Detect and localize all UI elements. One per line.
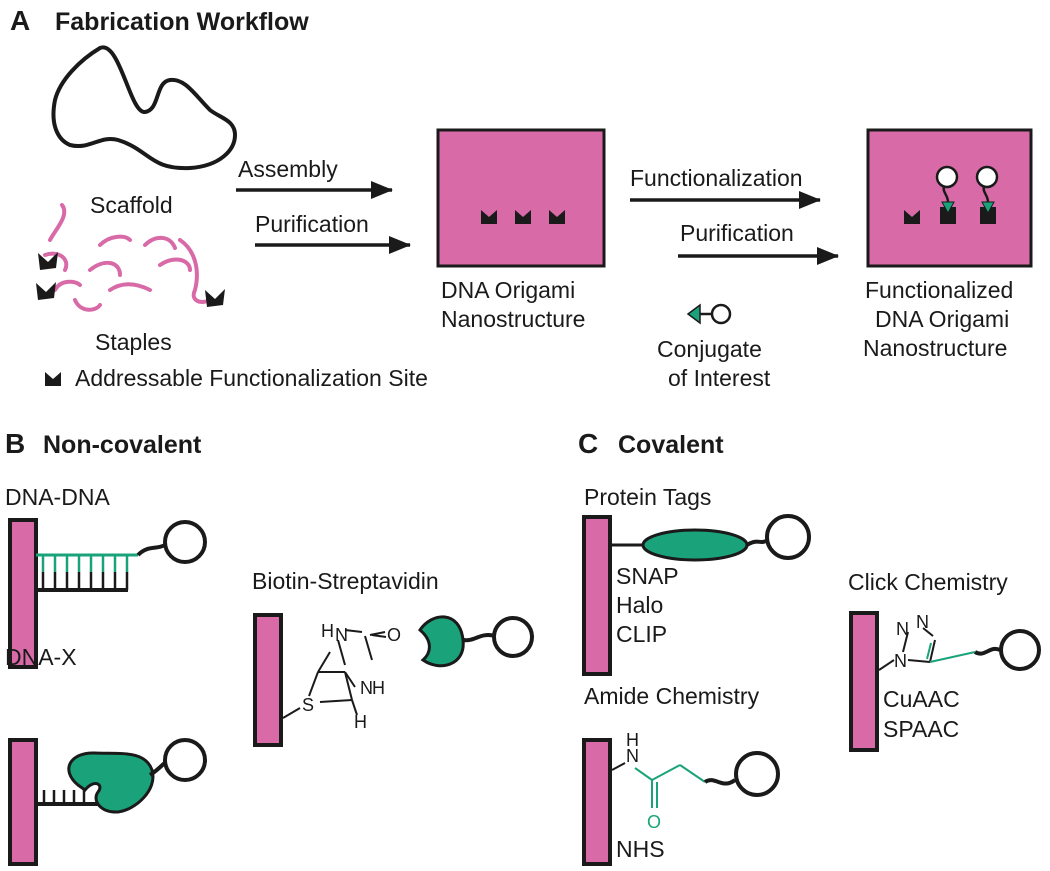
click-type-spaac: SPAAC bbox=[883, 716, 959, 742]
amide-origami-bar bbox=[582, 738, 612, 866]
staples-label: Staples bbox=[95, 329, 172, 355]
panel-b-title: Non-covalent bbox=[43, 431, 202, 459]
staple-site-marker-1 bbox=[38, 252, 58, 270]
triazole-n1: N bbox=[894, 651, 907, 671]
panel-c-title: Covalent bbox=[618, 431, 724, 459]
triazole-n3: N bbox=[916, 612, 929, 632]
triazole-n2: N bbox=[896, 619, 909, 639]
step1-top-label: Assembly bbox=[238, 156, 338, 182]
bound-conjugate-1 bbox=[935, 165, 959, 224]
origami-site-1 bbox=[481, 210, 497, 224]
dna-x-label: DNA-X bbox=[5, 644, 77, 670]
biotin-origami-bar bbox=[253, 613, 283, 747]
site-legend-icon bbox=[45, 372, 61, 386]
amide-atom-h: H bbox=[626, 730, 639, 750]
tag-snap: SNAP bbox=[616, 563, 679, 589]
step1-bottom-label: Purification bbox=[255, 211, 369, 237]
final-label-2: DNA Origami bbox=[875, 306, 1009, 332]
bound-conjugate-2 bbox=[975, 165, 999, 224]
amide-atom-o: O bbox=[647, 812, 661, 832]
click-structure bbox=[878, 627, 1041, 671]
protein-tag-complex bbox=[610, 514, 811, 562]
tag-halo: Halo bbox=[616, 592, 663, 618]
free-site bbox=[904, 210, 920, 224]
biotin-atom-n1: N bbox=[335, 625, 348, 645]
tag-clip: CLIP bbox=[616, 621, 667, 647]
conjugate-label-1: Conjugate bbox=[657, 336, 762, 362]
conjugate-ball bbox=[710, 303, 732, 325]
final-label-1: Functionalized bbox=[865, 277, 1013, 303]
protein-tags-origami-bar bbox=[582, 515, 612, 676]
final-label-3: Nanostructure bbox=[863, 335, 1007, 361]
streptavidin bbox=[418, 615, 534, 668]
panel-b-letter: B bbox=[5, 428, 25, 459]
step2-bottom-label: Purification bbox=[680, 220, 794, 246]
panel-a-title: Fabrication Workflow bbox=[55, 8, 309, 36]
click-origami-bar bbox=[849, 611, 879, 752]
dna-dna-origami-bar bbox=[8, 518, 38, 669]
staple-site-marker-3 bbox=[205, 289, 225, 307]
panel-a-letter: A bbox=[10, 5, 30, 36]
amide-structure bbox=[611, 751, 780, 808]
biotin-atom-o: O bbox=[387, 625, 401, 645]
dna-dna-duplex bbox=[36, 520, 207, 592]
step2-top-label: Functionalization bbox=[630, 165, 803, 191]
amide-atom-n: N bbox=[626, 746, 639, 766]
biotin-label: Biotin-Streptavidin bbox=[252, 568, 439, 594]
click-type-cuaac: CuAAC bbox=[883, 686, 960, 712]
protein-tags-label: Protein Tags bbox=[584, 484, 711, 510]
origami-label-2: Nanostructure bbox=[441, 306, 585, 332]
dna-x-origami-bar bbox=[8, 738, 38, 866]
amide-type: NHS bbox=[616, 836, 665, 862]
conjugate-anchor bbox=[686, 303, 701, 325]
origami-box bbox=[436, 128, 606, 268]
staples bbox=[43, 203, 212, 312]
dna-dna-label: DNA-DNA bbox=[5, 484, 110, 510]
biotin-atom-h-n2: H bbox=[372, 678, 385, 698]
origami-label-1: DNA Origami bbox=[441, 277, 575, 303]
amide-label: Amide Chemistry bbox=[584, 683, 760, 709]
origami-site-2 bbox=[515, 210, 531, 224]
origami-site-3 bbox=[549, 210, 565, 224]
click-label: Click Chemistry bbox=[848, 569, 1008, 595]
panel-c-letter: C bbox=[578, 428, 598, 459]
scaffold-label: Scaffold bbox=[90, 192, 173, 218]
staple-site-marker-2 bbox=[36, 282, 56, 300]
biotin-atom-s: S bbox=[302, 695, 314, 715]
functionalized-box bbox=[866, 128, 1033, 268]
site-legend-label: Addressable Functionalization Site bbox=[75, 365, 428, 391]
dna-x-complex bbox=[36, 738, 207, 814]
biotin-atom-n2: N bbox=[360, 678, 373, 698]
conjugate-label-2: of Interest bbox=[668, 365, 771, 391]
biotin-atom-h1: H bbox=[321, 621, 334, 641]
biotin-structure bbox=[282, 629, 387, 719]
biotin-atom-h2: H bbox=[354, 712, 367, 732]
scaffold-strand bbox=[51, 45, 237, 171]
